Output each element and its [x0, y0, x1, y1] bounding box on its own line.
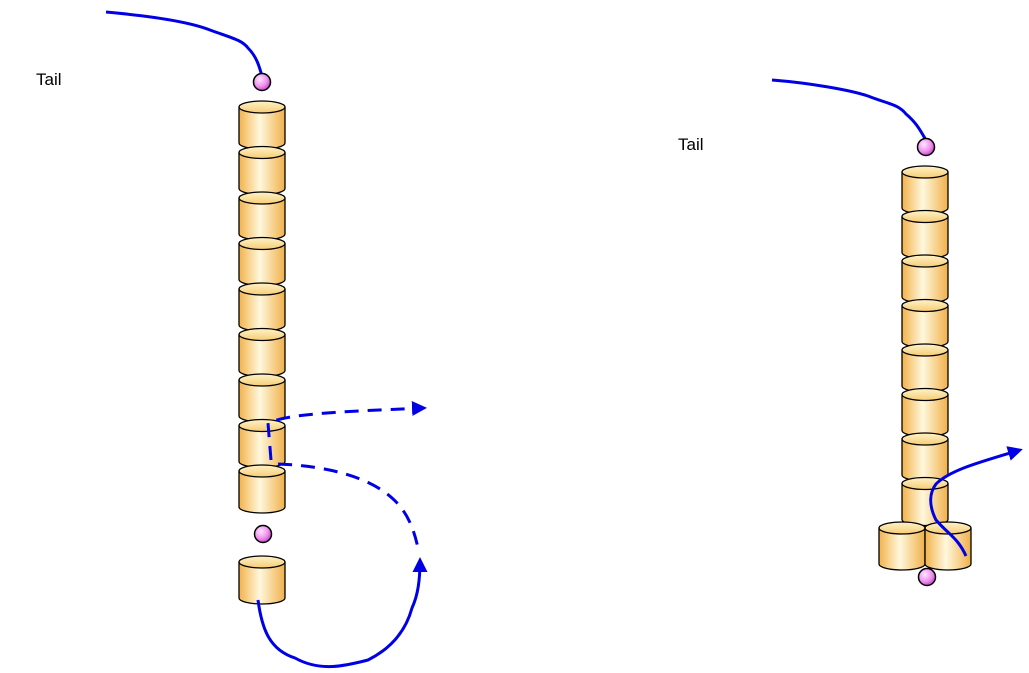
right-cylinder: [901, 165, 949, 215]
right-cylinder: [901, 476, 949, 527]
left-cylinder: [238, 464, 286, 514]
left-middle-bead: [253, 524, 273, 544]
right-cylinder: [901, 209, 949, 260]
left-solid-return-arrow: [256, 557, 428, 669]
left-cylinder: [238, 145, 286, 196]
right-tail-label: Tail: [678, 135, 704, 154]
left-dashed-arrow-upper: [266, 401, 427, 461]
left-cylinder: [238, 236, 286, 287]
left-dashed-curve-lower: [277, 462, 420, 549]
right-cylinder: [901, 254, 949, 304]
right-tail-curve: [771, 78, 928, 141]
left-cylinder: [238, 373, 286, 423]
left-panel: Tail: [36, 10, 428, 669]
right-panel: Tail: [678, 78, 1023, 587]
right-cylinder: [901, 343, 949, 393]
left-cylinder: [238, 191, 286, 241]
right-cylinder: [901, 298, 949, 349]
right-base-cylinder-right: [924, 521, 972, 571]
right-cylinder: [901, 387, 949, 438]
right-bottom-bead: [917, 567, 937, 587]
right-top-bead: [916, 137, 936, 157]
left-tail-curve: [105, 10, 264, 77]
right-cylinder-stack: [878, 165, 972, 571]
left-cylinder: [238, 418, 286, 469]
left-cylinder: [238, 100, 286, 150]
left-top-bead: [252, 72, 272, 92]
left-cylinder: [238, 282, 286, 332]
left-cylinder-stack: [238, 100, 286, 605]
left-detached-cylinder: [238, 555, 286, 605]
right-cylinder: [901, 432, 949, 482]
right-threading-arrow: [929, 446, 1023, 557]
right-base-cylinder-left: [878, 521, 926, 571]
left-cylinder: [238, 327, 286, 378]
left-tail-label: Tail: [36, 70, 62, 89]
